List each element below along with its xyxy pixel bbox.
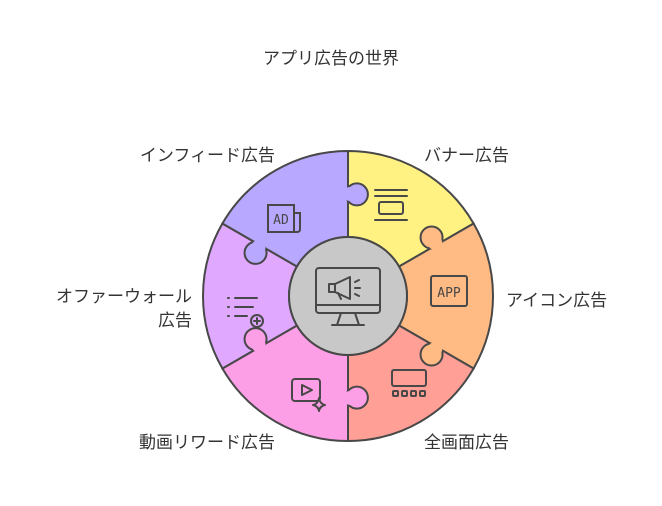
label-banner-ad: バナー広告: [424, 146, 509, 166]
puzzle-tab-joint-video: [251, 338, 266, 353]
puzzle-tabs-group: [243, 182, 444, 410]
svg-text:AD: AD: [273, 213, 289, 228]
monitor-megaphone-icon: [315, 267, 381, 326]
center-hub: [288, 236, 408, 356]
label-offerwall-line1: オファーウォール: [56, 287, 192, 307]
label-offerwall-ad: オファーウォール 広告: [20, 285, 192, 333]
diagram-title: アプリ広告の世界: [263, 49, 399, 69]
label-icon-ad: アイコン広告: [506, 291, 608, 311]
puzzle-tab-joint-infeed: [343, 187, 358, 202]
app-icon-icon: APP: [430, 275, 468, 307]
puzzle-tab-joint-icon: [428, 341, 443, 356]
puzzle-tab-joint-icon: [428, 236, 443, 251]
svg-text:APP: APP: [437, 286, 461, 301]
banner-layout-icon: [374, 189, 408, 221]
ad-newspaper-icon: AD: [267, 204, 301, 233]
fullscreen-ad-icon: [391, 369, 427, 397]
list-add-icon: [227, 297, 264, 328]
label-fullscreen-ad: 全画面広告: [424, 433, 509, 453]
label-offerwall-line2: 広告: [158, 311, 192, 331]
puzzle-tab-joint-video: [343, 390, 358, 405]
video-play-icon: [291, 378, 326, 412]
label-video-reward-ad: 動画リワード広告: [139, 433, 275, 453]
label-infeed-ad: インフィード広告: [139, 146, 275, 166]
segments-group: [202, 149, 494, 443]
center-circle: [288, 236, 408, 356]
puzzle-tab-joint-infeed: [251, 239, 266, 254]
